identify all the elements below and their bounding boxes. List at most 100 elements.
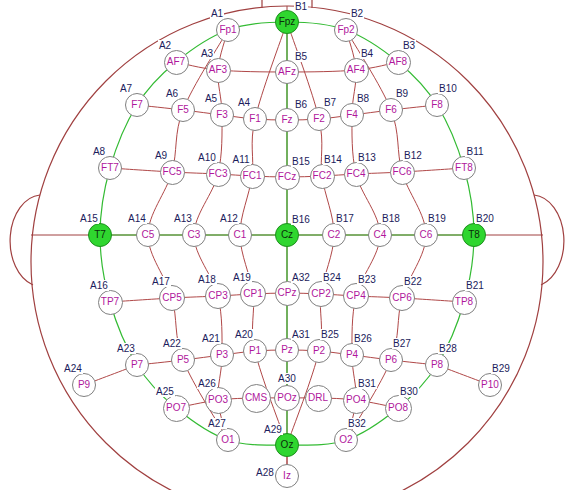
channel-label: A6 (165, 88, 179, 99)
left-ear (10, 195, 40, 285)
electrode-name: FT8 (455, 162, 473, 174)
electrode-circle: Fp1A1 (216, 18, 240, 42)
electrode-name: O2 (339, 434, 352, 446)
channel-label: A29 (263, 424, 283, 435)
channel-label: A9 (154, 150, 168, 161)
electrode-name: F1 (249, 113, 261, 125)
electrode-name: FC5 (163, 166, 182, 178)
head-circle (31, 6, 543, 490)
channel-label: B3 (402, 40, 416, 51)
electrode-circle: O1A27 (216, 428, 240, 452)
electrode-name: DRL (308, 392, 328, 404)
electrode-name: Fp2 (337, 24, 354, 36)
channel-label: B7 (323, 97, 337, 108)
electrode-name: C1 (234, 229, 247, 241)
electrode-circle: CP4B23 (343, 283, 369, 309)
electrode-name: AF3 (209, 64, 227, 76)
electrode-circle: FT8B11 (452, 156, 476, 180)
electrode-circle: P9A24 (72, 373, 96, 397)
channel-label: B4 (360, 48, 374, 59)
electrode-circle: CzB16 (275, 223, 299, 247)
electrode-circle: F4B8 (340, 103, 364, 127)
electrode-name: P7 (131, 359, 143, 371)
electrode-name: CP5 (162, 292, 181, 304)
electrode-name: Cz (281, 229, 293, 241)
electrode-name: Oz (281, 439, 294, 451)
electrode-circle: Fp2B2 (334, 18, 358, 42)
channel-label: A11 (231, 154, 250, 165)
electrode-name: P10 (481, 379, 499, 391)
electrode-name: F3 (216, 109, 228, 121)
electrode-name: AF8 (389, 56, 407, 68)
channel-label: A22 (162, 338, 182, 349)
electrode-name: FC6 (393, 166, 412, 178)
channel-label: A26 (197, 378, 217, 389)
electrode-name: FT7 (101, 162, 119, 174)
electrode-name: F6 (385, 104, 397, 116)
electrode-circle: P10B29 (478, 373, 502, 397)
grid-lines (84, 22, 490, 476)
electrode-circle: CP3A18 (205, 283, 231, 309)
electrode-circle: AF4B4 (344, 58, 369, 83)
electrode-circle: C1A12 (228, 223, 252, 247)
electrode-name: CP3 (208, 290, 227, 302)
channel-label: B32 (347, 418, 367, 429)
channel-label: A12 (219, 213, 239, 224)
electrode-circle: P3A21 (210, 343, 234, 367)
electrode-name: Pz (281, 344, 293, 356)
channel-label: A21 (201, 333, 221, 344)
electrode-circle: P6B27 (379, 348, 403, 372)
electrode-circle: OzA29 (275, 433, 299, 457)
channel-label: B11 (465, 146, 484, 157)
electrode-circle: PO7A25 (163, 395, 190, 422)
electrode-name: F8 (431, 99, 443, 111)
channel-label: A5 (204, 93, 218, 104)
electrode-name: AFz (278, 66, 296, 78)
electrode-circle: AF3A3 (206, 58, 231, 83)
electrode-name: AF4 (347, 64, 365, 76)
electrode-name: FC2 (313, 170, 332, 182)
electrode-circle: F5A6 (171, 98, 195, 122)
channel-label: A2 (158, 40, 172, 51)
electrode-name: CP1 (243, 288, 262, 300)
channel-label: B25 (320, 329, 340, 340)
electrode-name: F4 (346, 109, 358, 121)
electrode-name: TP8 (455, 296, 473, 308)
channel-label: A31 (291, 329, 311, 340)
electrode-circle: PO3A26 (205, 387, 232, 414)
channel-label: A30 (277, 373, 297, 384)
electrode-circle: AFzB5 (275, 60, 299, 84)
electrode-name: PO3 (208, 394, 228, 406)
channel-label: B14 (323, 154, 343, 165)
electrode-name: FC1 (243, 170, 262, 182)
channel-label: B27 (392, 338, 412, 349)
electrode-name: Fz (281, 114, 292, 126)
channel-label: A10 (197, 152, 217, 163)
electrode-circle: CP5A17 (159, 285, 185, 311)
electrode-circle: P8B28 (425, 353, 449, 377)
electrode-circle: FC6B12 (390, 160, 415, 185)
channel-label: A4 (237, 97, 251, 108)
electrode-name: Fp1 (219, 24, 236, 36)
channel-label: B28 (438, 343, 458, 354)
electrode-name: TP7 (101, 296, 119, 308)
electrode-circle: P1A20 (243, 339, 267, 363)
channel-label: B17 (335, 213, 355, 224)
channel-label: B5 (294, 51, 308, 62)
electrode-name: C6 (420, 229, 433, 241)
channel-label: A18 (197, 274, 217, 285)
electrode-circle: C4B18 (368, 223, 392, 247)
electrode-circle: FpzB1 (275, 10, 299, 34)
electrode-name: C5 (142, 229, 155, 241)
electrode-name: P2 (313, 345, 325, 357)
channel-label: A8 (92, 146, 106, 157)
channel-label: A25 (155, 386, 175, 397)
electrode-name: FCz (278, 171, 296, 183)
electrode-circle: FzB6 (275, 108, 299, 132)
electrode-name: CPz (278, 287, 297, 299)
channel-label: A14 (127, 213, 147, 224)
electrode-circle: CPzA32 (275, 281, 300, 306)
channel-label: A15 (79, 213, 99, 224)
channel-label: B9 (395, 88, 409, 99)
electrode-circle: F8B10 (425, 93, 449, 117)
